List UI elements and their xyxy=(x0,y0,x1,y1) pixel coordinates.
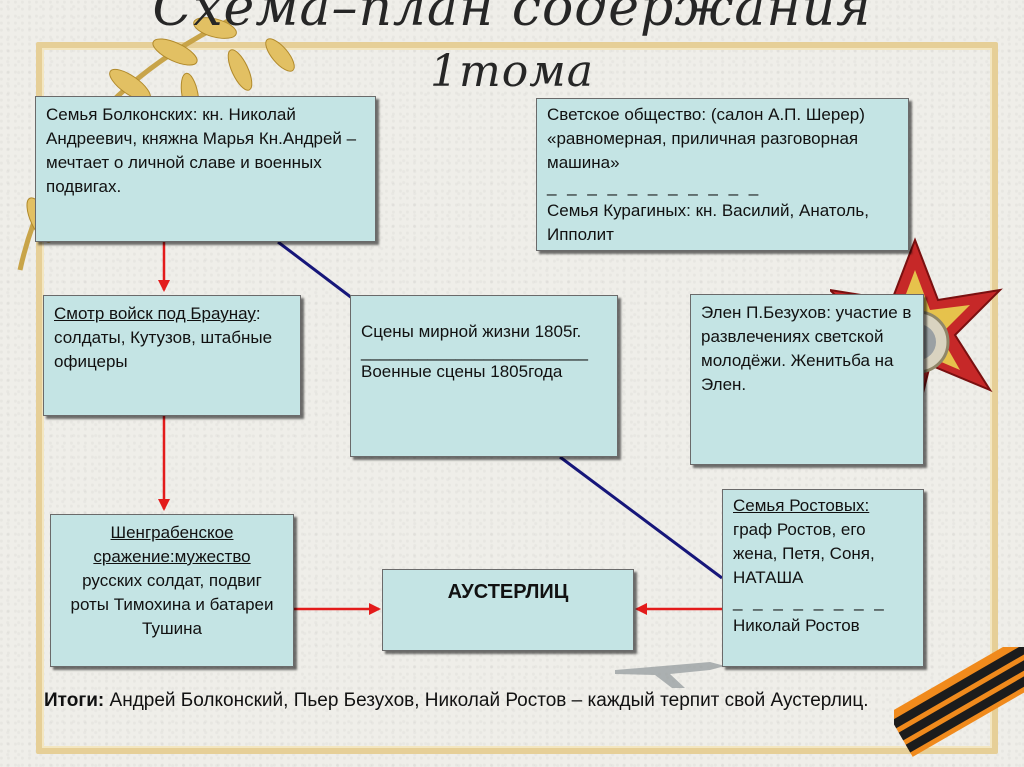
summary-text: Итоги: Андрей Болконский, Пьер Безухов, … xyxy=(44,688,924,714)
box-secular-society: Светское общество: (салон А.П. Шерер) «р… xyxy=(536,98,909,251)
rostov-title: Семья Ростовых: xyxy=(733,496,870,515)
box-rostov-family: Семья Ростовых: граф Ростов, его жена, П… xyxy=(722,489,924,667)
rostov-text: граф Ростов, его жена, Петя, Соня, НАТАШ… xyxy=(733,520,875,587)
summary-label: Итоги: xyxy=(44,690,105,711)
box-scenes-1805: Сцены мирной жизни 1805г. ______________… xyxy=(350,295,618,457)
page-frame xyxy=(36,42,998,754)
nikolai-rostov-text: Николай Ростов xyxy=(733,616,860,635)
line-scenes-to-rostov xyxy=(559,455,723,580)
rostov-divider: _ _ _ _ _ _ _ _ xyxy=(733,592,887,611)
helen-bezukhov-text: Элен П.Безухов: участие в развлечениях с… xyxy=(701,303,912,394)
austerlitz-label: АУСТЕРЛИЦ xyxy=(447,581,569,603)
line-bolkonsky-to-scenes xyxy=(277,240,353,300)
scenes-divider: ________________________ xyxy=(361,342,588,361)
box-braunau-review: Смотр войск под Браунау: солдаты, Кутузо… xyxy=(43,295,301,416)
box-bolkonsky-family: Семья Болконских: кн. Николай Андреевич,… xyxy=(35,96,376,242)
kuragin-family-text: Семья Курагиных: кн. Василий, Анатоль, И… xyxy=(547,201,869,244)
secular-divider: _ _ _ _ _ _ _ _ _ _ _ xyxy=(547,177,762,196)
box-helen-bezukhov: Элен П.Безухов: участие в развлечениях с… xyxy=(690,294,924,465)
braunau-title: Смотр войск под Браунау xyxy=(54,304,256,323)
st-george-ribbon-decoration xyxy=(894,647,1024,757)
schongrabern-title: Шенграбенское сражение:мужество xyxy=(93,523,251,566)
box-schongrabern-battle: Шенграбенское сражение:мужество русских … xyxy=(50,514,294,667)
summary-body: Андрей Болконский, Пьер Безухов, Николай… xyxy=(104,690,869,711)
bolkonsky-text: Семья Болконских: кн. Николай Андреевич,… xyxy=(46,105,357,196)
schongrabern-text: русских солдат, подвиг роты Тимохина и б… xyxy=(70,571,274,638)
secular-society-text: Светское общество: (салон А.П. Шерер) «р… xyxy=(547,105,865,172)
page-title-line2: 1тома xyxy=(430,46,594,97)
airplane-decoration xyxy=(615,662,725,688)
braunau-text: : солдаты, Кутузов, штабные офицеры xyxy=(54,304,273,371)
box-austerlitz: АУСТЕРЛИЦ xyxy=(382,569,634,651)
war-scenes-text: Военные сцены 1805года xyxy=(361,362,563,381)
page-title-line1: Схема–план содержания xyxy=(152,0,872,38)
peace-scenes-text: Сцены мирной жизни 1805г. xyxy=(361,322,582,341)
